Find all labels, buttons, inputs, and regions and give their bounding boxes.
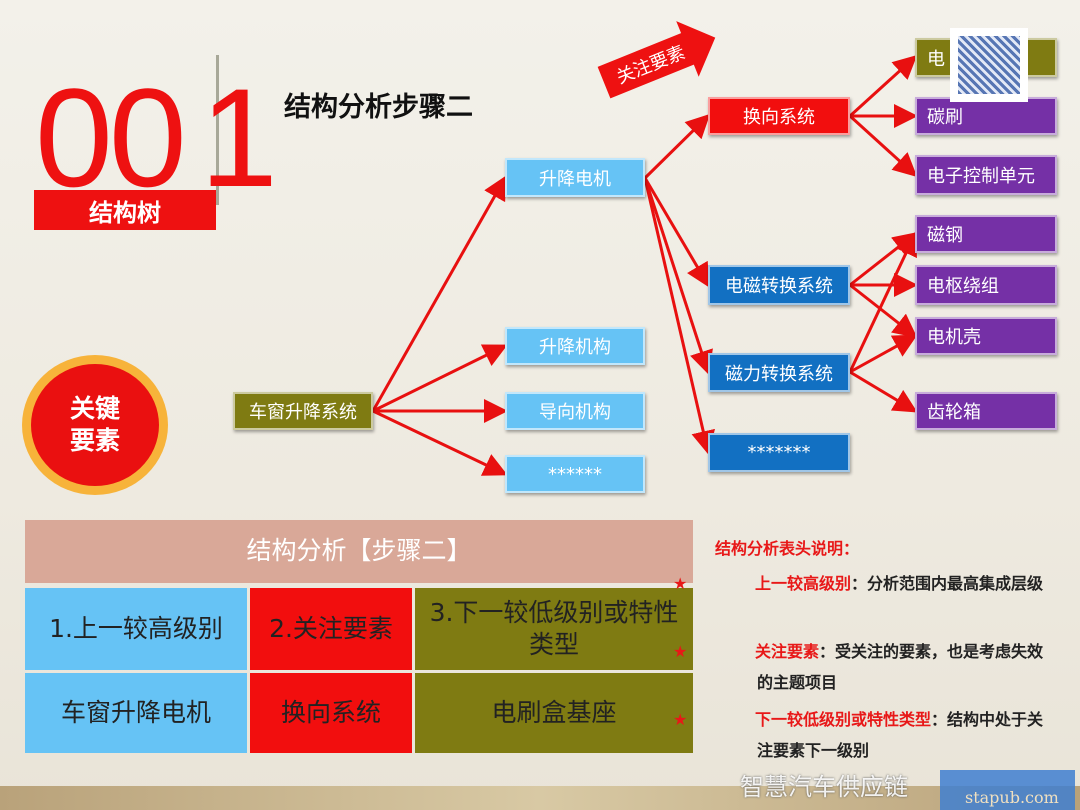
connector-arrow [848, 231, 917, 373]
table-cell: 电刷盒基座 [415, 673, 693, 753]
notes-title: 结构分析表头说明： [715, 539, 860, 558]
table-header: 1.上一较高级别 [25, 588, 247, 670]
node-l2: ******* [708, 433, 850, 472]
focus-arrow: 关注要素 [597, 21, 716, 99]
table-title: 结构分析【步骤二】 [25, 520, 693, 583]
table-header: 3.下一较低级别或特性类型 [415, 588, 693, 670]
connector-arrow [849, 334, 918, 374]
node-root: 车窗升降系统 [233, 392, 373, 430]
connector-arrow [849, 283, 918, 338]
page-title: 结构分析步骤二 [284, 92, 473, 123]
connector-arrow [643, 113, 711, 180]
badge-line2: 要素 [69, 426, 120, 455]
watermark-brand: 智慧汽车供应链 [740, 773, 908, 801]
key-element-badge: 关键 要素 [22, 355, 168, 495]
star-icon: ★ [673, 710, 688, 729]
star-icon: ★ [673, 642, 688, 661]
table-cell: 车窗升降电机 [25, 673, 247, 753]
node-l2: 换向系统 [708, 97, 850, 135]
qr-code-image [950, 28, 1028, 102]
star-icon: ★ [673, 574, 688, 593]
note-item: ★上一较高级别：分析范围内最高集成层级 [673, 568, 1045, 599]
connector-arrow [372, 409, 508, 476]
section-number-last: 1 [200, 59, 278, 216]
watermark-site: stapub.com [965, 788, 1059, 807]
note-item: ★下一较低级别或特性类型：结构中处于关注要素下一级别 [673, 704, 1045, 766]
connector-arrow [848, 114, 918, 178]
table-cell: 换向系统 [250, 673, 412, 753]
section-number: 00 [35, 59, 187, 216]
node-l3: 碳刷 [915, 97, 1057, 135]
watermark-card [940, 770, 1075, 810]
connector-arrow [643, 177, 713, 375]
node-l2: 电磁转换系统 [708, 265, 850, 305]
footer-band [0, 786, 1080, 810]
connector-arrow [371, 175, 507, 412]
connector-arrow [848, 54, 918, 118]
note-item: ★关注要素：受关注的要素，也是考虑失效的主题项目 [673, 636, 1045, 698]
node-l3: 电子控制单元 [915, 155, 1057, 195]
node-l1: 升降电机 [505, 158, 645, 197]
tree-connectors: 关注要素 [371, 21, 918, 476]
connector-arrow [849, 232, 918, 287]
node-l1: 导向机构 [505, 392, 645, 430]
node-l3: 电枢绕组 [915, 265, 1057, 305]
connector-arrow [643, 177, 710, 288]
node-l3: 齿轮箱 [915, 392, 1057, 430]
subtitle-bar: 结构树 [34, 190, 216, 230]
connector-arrow [372, 344, 508, 413]
connector-arrow [643, 177, 715, 455]
connector-arrow [849, 370, 918, 413]
node-l1: 升降机构 [505, 327, 645, 365]
table-header: 2.关注要素 [250, 588, 412, 670]
node-l1: ****** [505, 455, 645, 493]
node-l3: 电机壳 [915, 317, 1057, 355]
node-l3: 磁钢 [915, 215, 1057, 253]
badge-line1: 关键 [69, 393, 120, 423]
divider [216, 55, 219, 205]
node-l2: 磁力转换系统 [708, 353, 850, 392]
